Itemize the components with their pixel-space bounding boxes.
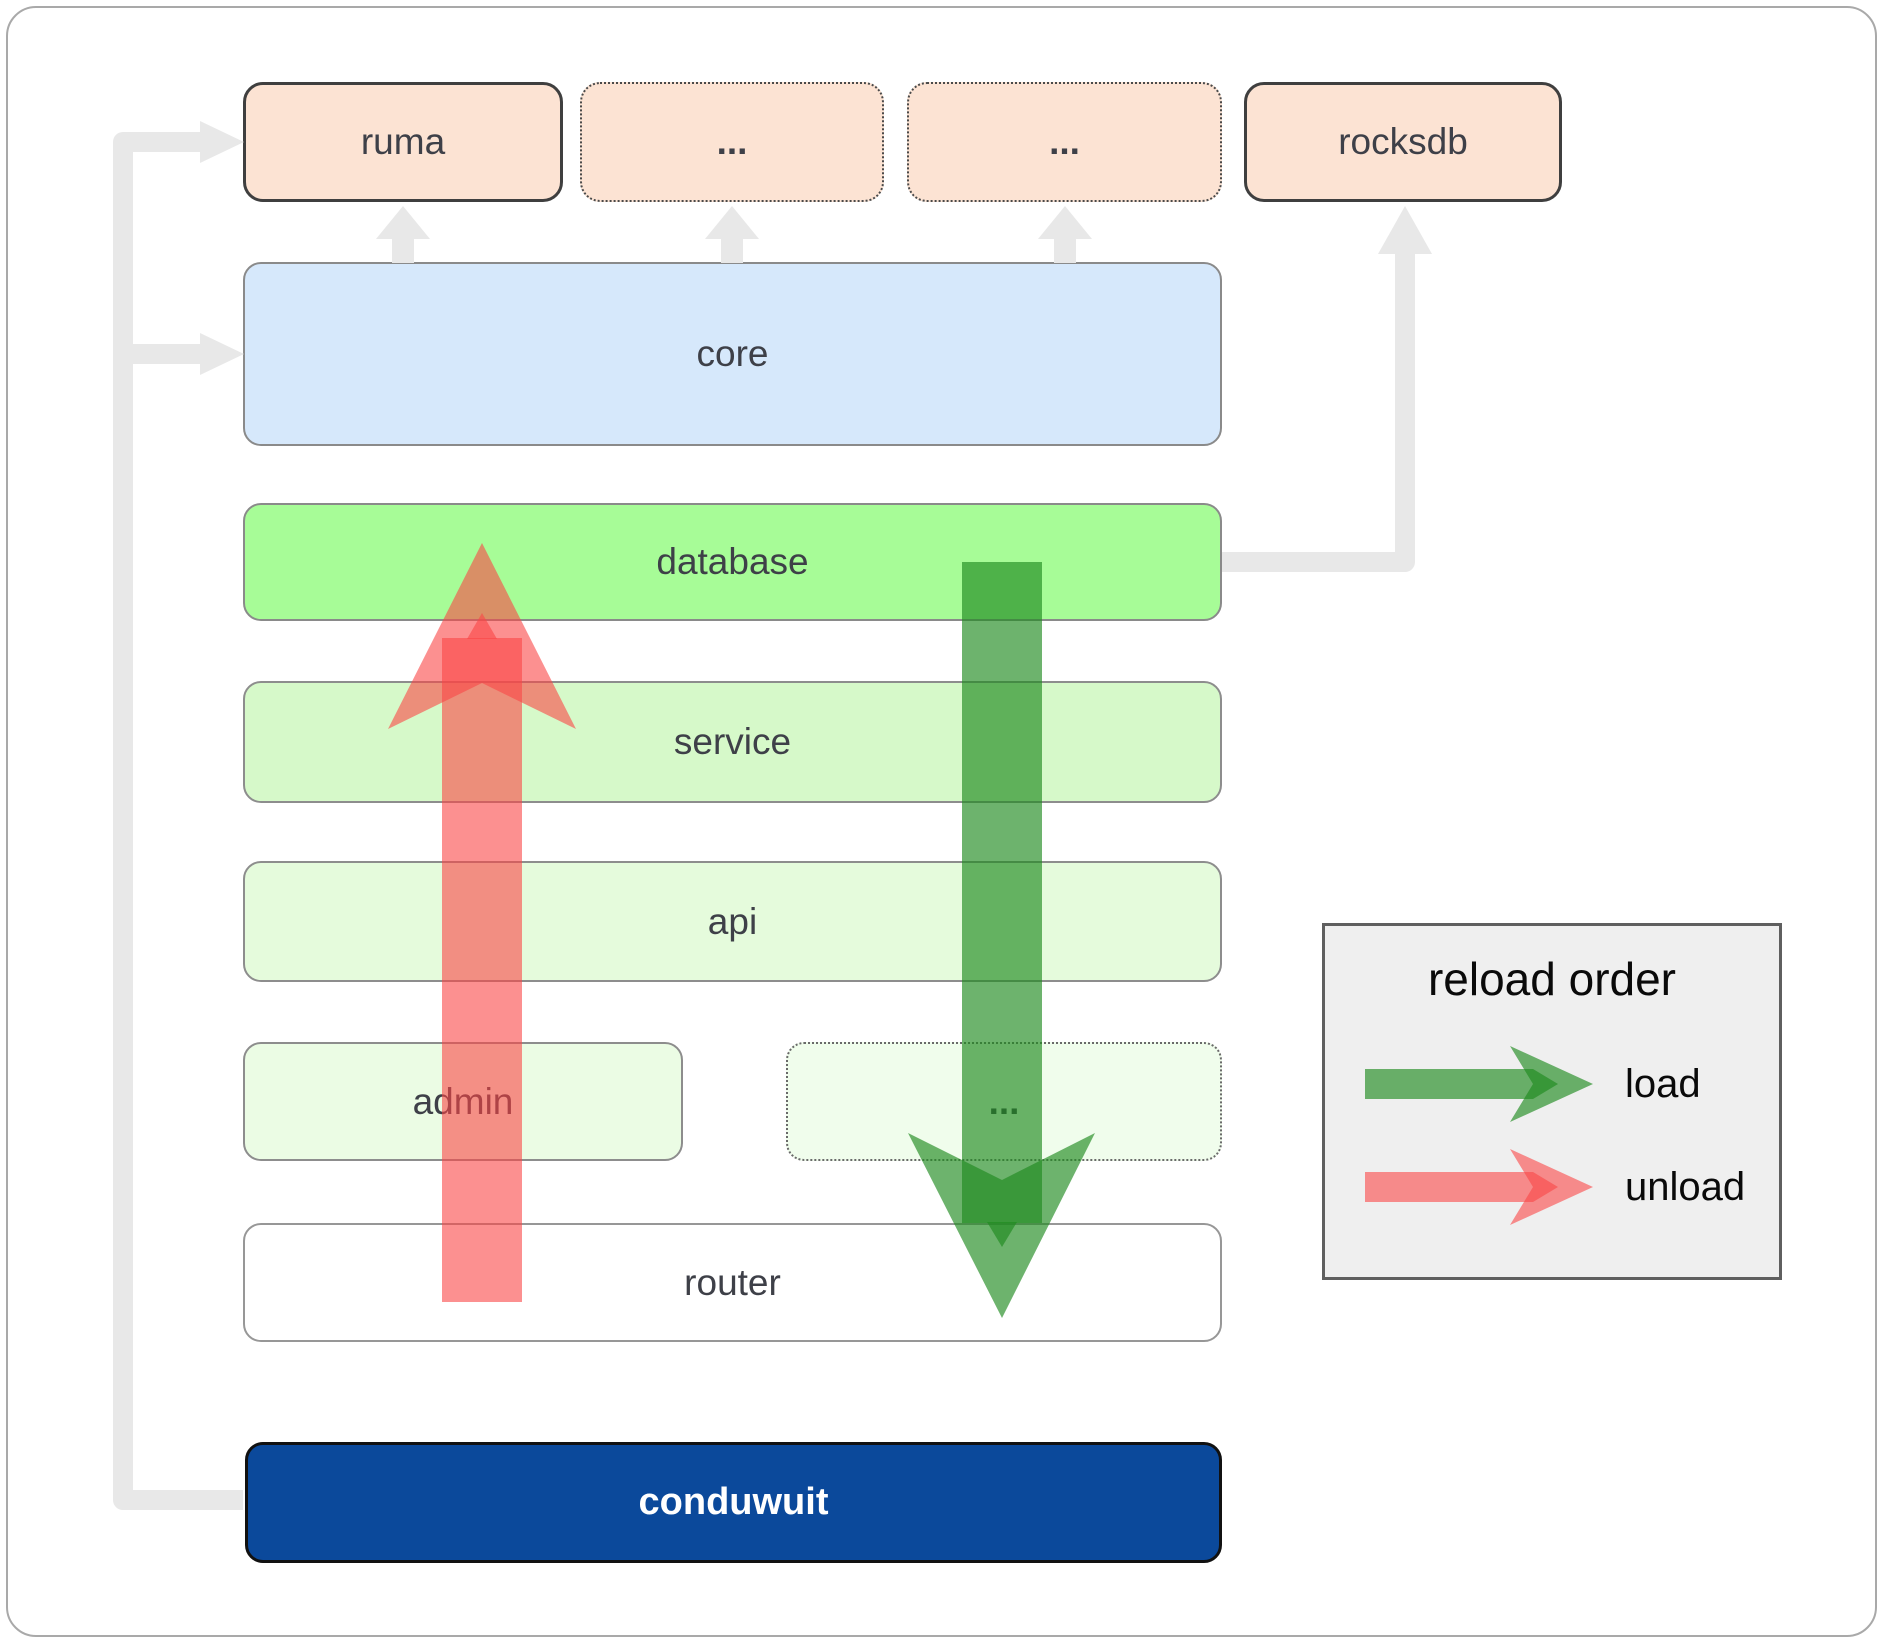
box-api: api — [243, 861, 1222, 982]
legend-load-label: load — [1625, 1062, 1701, 1106]
legend: reload order load unload — [1322, 923, 1782, 1280]
legend-unload-arrow-icon — [1365, 1149, 1593, 1225]
box-rocksdb-label: rocksdb — [1338, 121, 1468, 162]
box-core: core — [243, 262, 1222, 446]
outer-frame — [6, 6, 1877, 1637]
box-admin-label: admin — [412, 1080, 514, 1122]
box-ellipsis-2-label: ... — [1049, 121, 1080, 162]
box-ellipsis-1-label: ... — [716, 121, 748, 162]
box-router-label: router — [684, 1261, 781, 1303]
box-ellipsis-2: ... — [907, 82, 1222, 202]
box-ruma: ruma — [243, 82, 563, 202]
box-ellipsis-3: ... — [786, 1042, 1222, 1161]
load-sample-head-icon — [1510, 1046, 1593, 1122]
box-ellipsis-1: ... — [580, 82, 884, 202]
unload-sample-head-icon — [1510, 1149, 1593, 1225]
legend-title: reload order — [1427, 953, 1677, 1005]
box-service-label: service — [673, 721, 792, 762]
box-conduwuit: conduwuit — [245, 1442, 1222, 1563]
unload-sample-shaft — [1365, 1172, 1533, 1202]
box-database-label: database — [656, 541, 809, 582]
legend-unload-label: unload — [1625, 1165, 1746, 1209]
box-service: service — [243, 681, 1222, 803]
box-router: router — [243, 1223, 1222, 1342]
box-rocksdb: rocksdb — [1244, 82, 1562, 202]
box-core-label: core — [696, 333, 769, 374]
load-sample-shaft — [1365, 1069, 1533, 1099]
box-ellipsis-3-label: ... — [988, 1080, 1020, 1122]
legend-load-arrow-icon — [1365, 1046, 1593, 1122]
box-conduwuit-label: conduwuit — [638, 1481, 829, 1523]
box-admin: admin — [243, 1042, 683, 1161]
box-api-label: api — [707, 900, 758, 942]
box-database: database — [243, 503, 1222, 621]
box-ruma-label: ruma — [360, 121, 446, 162]
